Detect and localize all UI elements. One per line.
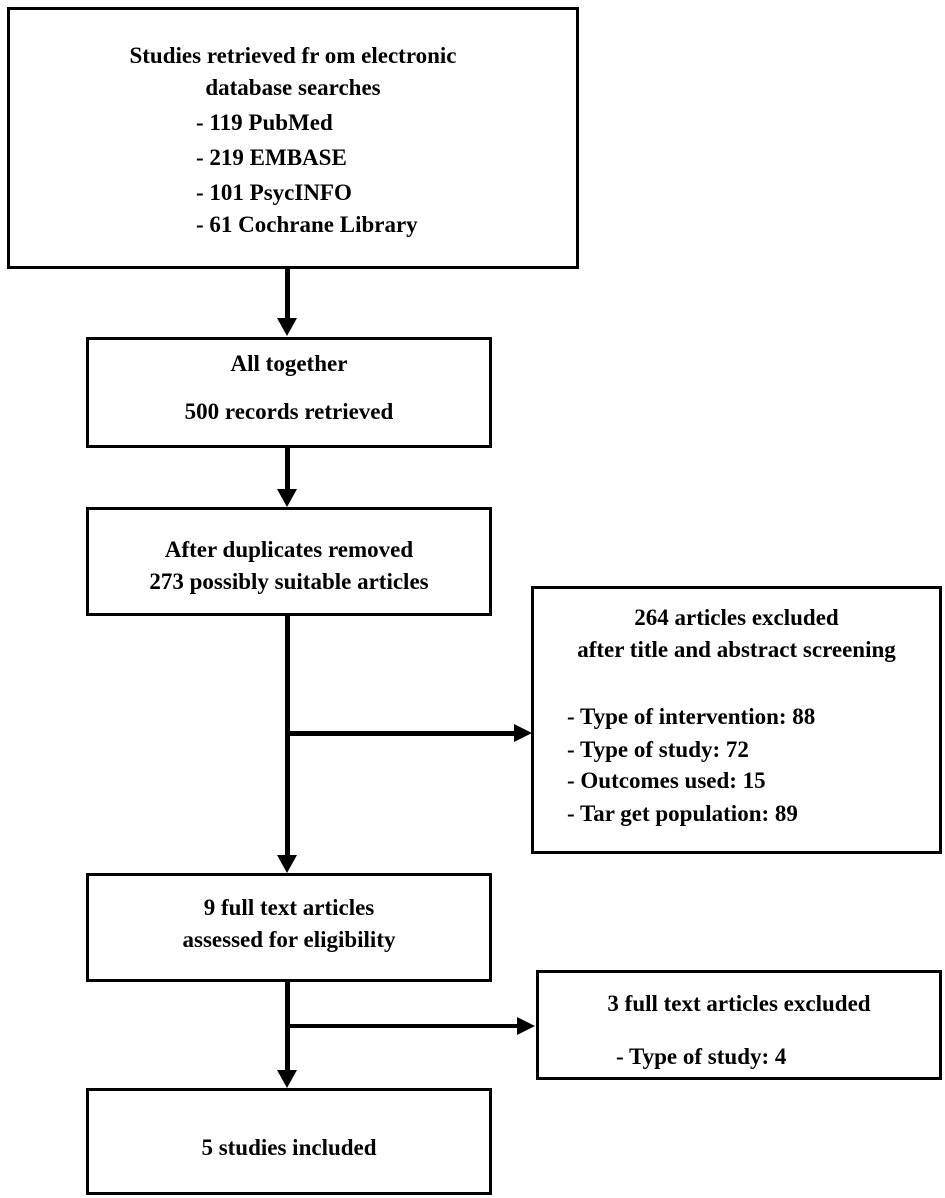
full-text-exclusion-box [536, 970, 942, 1080]
studies-included-label: 5 studies included [201, 1135, 377, 1160]
duplicates-removed-heading: After duplicates removed [164, 537, 414, 562]
branch-line-2 [287, 1024, 519, 1028]
arrow-right-icon [517, 1017, 535, 1035]
all-together-heading: All together [230, 351, 348, 376]
screening-exclusion-subheading: after title and abstract screening [577, 637, 896, 662]
database-search-box [7, 7, 579, 269]
database-item-psycinfo: - 101 PsycINFO [196, 180, 352, 205]
eligibility-label: assessed for eligibility [182, 927, 396, 952]
exclusion-reason-study-type: - Type of study: 72 [567, 737, 749, 762]
exclusion-reason-population: - Tar get population: 89 [567, 801, 798, 826]
records-retrieved-label: 500 records retrieved [184, 399, 394, 424]
database-item-cochrane: - 61 Cochrane Library [196, 212, 418, 237]
database-search-heading-line1: Studies retrieved fr om electronic [129, 43, 457, 68]
database-item-pubmed: - 119 PubMed [196, 110, 333, 135]
all-together-box [86, 337, 492, 448]
arrow-down-icon [277, 318, 297, 336]
arrow-down-icon [277, 1070, 297, 1088]
full-text-exclusion-reason: - Type of study: 4 [616, 1044, 787, 1069]
screening-exclusion-heading: 264 articles excluded [634, 605, 839, 630]
connector-line-1 [285, 269, 290, 320]
database-search-heading-line2: database searches [205, 75, 381, 100]
full-text-exclusion-heading: 3 full text articles excluded [607, 991, 871, 1016]
exclusion-reason-outcomes: - Outcomes used: 15 [567, 768, 766, 793]
arrow-right-icon [514, 724, 532, 742]
arrow-down-icon [277, 855, 297, 873]
studies-included-box [86, 1088, 492, 1195]
full-text-assessed-box [86, 873, 492, 982]
connector-line-2 [285, 448, 290, 490]
screening-exclusion-box [531, 586, 942, 854]
branch-line-1 [287, 731, 515, 736]
suitable-articles-label: 273 possibly suitable articles [149, 569, 429, 594]
exclusion-reason-intervention: - Type of intervention: 88 [567, 704, 816, 729]
arrow-down-icon [277, 489, 297, 507]
database-item-embase: - 219 EMBASE [196, 145, 347, 170]
full-text-assessed-heading: 9 full text articles [203, 895, 375, 920]
connector-line-3 [285, 616, 290, 857]
duplicates-removed-box [86, 507, 492, 616]
